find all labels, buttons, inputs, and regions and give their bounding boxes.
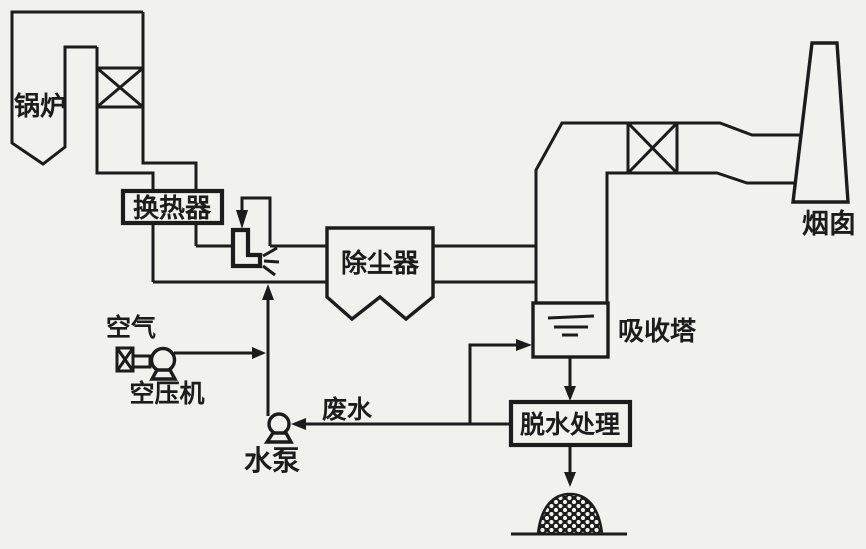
air-compressor-label: 空压机 (129, 379, 204, 408)
compressor-coupling-icon (131, 354, 152, 369)
tower-riser-right-wall (605, 171, 628, 303)
byproduct-pile-icon (536, 492, 604, 536)
heat-exchanger-label: 换热器 (133, 193, 212, 223)
tower-return-line (468, 343, 516, 424)
liquid-level-icon (547, 314, 595, 337)
air-compressor-icon (149, 346, 178, 381)
spray-fan-icon (262, 246, 280, 277)
dust-collector-shape (325, 226, 435, 322)
nozzle-feed-loop (240, 196, 272, 246)
chimney-label: 烟囱 (802, 209, 856, 239)
spray-nozzle-icon (230, 227, 263, 269)
tower-drain-arrowhead-icon (564, 386, 576, 401)
byproduct-arrowhead-icon (564, 472, 576, 487)
absorption-tower-label: 吸收塔 (618, 316, 697, 346)
wastewater-label: 废水 (322, 395, 373, 424)
water-pump-icon (263, 412, 294, 444)
boiler-shape (10, 10, 143, 166)
water-pump-label: 水泵 (244, 445, 300, 476)
boiler-duct-inner-wall (95, 47, 155, 191)
compressed-air-arrowhead-icon (252, 347, 266, 359)
air-label: 空气 (106, 313, 156, 342)
heat-exchanger-outlet-pipes (151, 223, 198, 282)
outlet-duct-upper-wall (677, 121, 806, 137)
dewatering-label: 脱水处理 (520, 410, 620, 439)
air-preheater-icon (95, 66, 145, 109)
chimney-shape (791, 41, 850, 204)
boiler-duct-outer-wall (141, 12, 198, 191)
dust-collector-label: 除尘器 (341, 248, 420, 278)
dewatering-box (508, 399, 633, 448)
inlet-valve-icon (115, 346, 135, 373)
outlet-duct-lower-wall (677, 171, 800, 185)
boiler-label: 锅炉 (14, 91, 66, 121)
heat-exchanger-box (120, 188, 225, 226)
tower-riser-left-wall (534, 121, 628, 303)
tower-return-arrowhead-icon (516, 339, 532, 351)
nozzle-feed-arrowhead-icon (236, 210, 248, 229)
injection-arrowhead-icon (262, 284, 274, 300)
gas-reheater-icon (626, 121, 679, 175)
absorption-tower-sump (531, 301, 610, 359)
wastewater-arrowhead-icon (291, 418, 306, 430)
